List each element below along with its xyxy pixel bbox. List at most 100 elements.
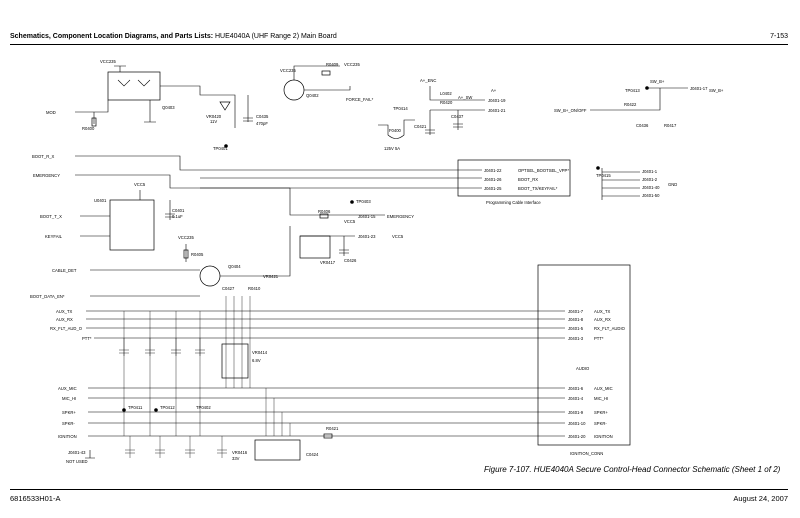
tp0411-label: TP0411 [128, 405, 143, 410]
mod-signal: MOD [46, 110, 56, 115]
tp0414-label: TP0414 [393, 106, 408, 111]
q0402-symbol [283, 79, 305, 101]
r0400-body [91, 117, 97, 127]
mic-hi-signal: MIC_HI [62, 396, 76, 401]
r0420-label: R0420 [440, 100, 453, 105]
f0400-value: 125V 5A [384, 146, 400, 151]
c0421-label: C0421 [414, 124, 427, 129]
tp0412-label: TP0412 [160, 405, 175, 410]
gnd-bus [601, 168, 640, 200]
emergency-signal: EMERGENCY [33, 173, 60, 178]
c0426-cap [339, 236, 349, 256]
vr0414-value: 6.8V [252, 358, 261, 363]
pin-j0401-25: J0401-25 [484, 186, 502, 191]
figure-caption: Figure 7-107. HUE4040A Secure Control-He… [484, 465, 781, 474]
r0417-label: R0417 [664, 123, 677, 128]
gnd-label: GND [668, 182, 677, 187]
tp0401-dot [224, 144, 228, 148]
spkr-p-signal: SPKR+ [62, 410, 76, 415]
ptt-right: PTT* [594, 336, 604, 341]
pin-j0401-50: J0401-50 [642, 193, 660, 198]
pin-j0401-6: J0401-6 [568, 386, 584, 391]
vr0420-value: 11V [210, 119, 217, 124]
fuse-wire [378, 119, 415, 139]
pin-j0401-7: J0401-7 [568, 309, 584, 314]
aux-mic-signal: AUX_MIC [58, 386, 77, 391]
u0401-box [109, 199, 155, 251]
force-fail-label: FORCE_FAIL* [346, 97, 374, 102]
c0435-label: C0435 [256, 114, 269, 119]
r0406-body [319, 213, 329, 219]
c0427-label: C0427 [222, 286, 235, 291]
tp0402-label: TP0402 [196, 405, 211, 410]
pin-j0401-15: J0401-15 [358, 214, 376, 219]
q0404-symbol [199, 265, 221, 287]
r0421-label: R0421 [326, 426, 339, 431]
audio-connector-box [537, 264, 631, 446]
aux-mic-right: AUX_MIC [594, 386, 613, 391]
c0421-cap [425, 110, 435, 135]
c0401-value: 0.1uF [172, 214, 183, 219]
footer-rule [10, 489, 788, 490]
pin-j0401-40: J0401-40 [642, 185, 660, 190]
spkr-m-signal: SPKR- [62, 421, 75, 426]
spkr-p-right: SPKR+ [594, 410, 608, 415]
vcc235-label-d: VCC235 [178, 235, 194, 240]
ignition-signal: IGNITION [58, 434, 77, 439]
pin-j0401-26: J0401-26 [484, 177, 502, 182]
pin-j0401-5: J0401-5 [568, 326, 584, 331]
programming-interface-label: Programming Cable Interface [486, 200, 541, 205]
header-rule [10, 44, 788, 45]
pin-j0401-10: J0401-10 [568, 421, 586, 426]
vr0414-label: VR0414 [252, 350, 268, 355]
pin-j0401-2: J0401-2 [642, 177, 658, 182]
r0421-body [323, 433, 333, 439]
force-fail-wire [304, 86, 351, 91]
vr0421-label: VR0421 [263, 274, 279, 279]
r0405-label: R0405 [191, 252, 204, 257]
header-title-bold: Schematics, Component Location Diagrams,… [10, 33, 214, 40]
j0401-43-label: J0401-43 [68, 450, 86, 455]
tp0415-label: TP0415 [596, 173, 611, 178]
vcc235-label-b: VCC235 [280, 68, 296, 73]
spkr-m-right: SPKR- [594, 421, 607, 426]
r0422-label: R0422 [624, 102, 637, 107]
pin-j0401-21: J0401-21 [488, 108, 506, 113]
aux-rx-right: AUX_RX [594, 317, 611, 322]
c0437-label: C0437 [451, 114, 464, 119]
vr0416-label: VR0416 [232, 450, 248, 455]
document-date: August 24, 2007 [733, 494, 788, 503]
boot-t-x-signal: BOOT_T_X [40, 214, 62, 219]
q0403-label: Q0403 [162, 105, 175, 110]
pin-j0401-22: J0401-22 [484, 168, 502, 173]
c0435-cap [243, 95, 253, 122]
pin-j0401-1: J0401-1 [642, 169, 658, 174]
rx-flt-right: RX_FLT_AUDIO [594, 326, 626, 331]
rx-flt-aud-signal: RX_FLT_AUD_O [50, 326, 83, 331]
boot-data-en-signal: BOOT_DATA_EN* [30, 294, 65, 299]
tp0412-dot [154, 408, 158, 412]
vr0420-label: VR0420 [206, 114, 222, 119]
u0401-label: U0401 [94, 198, 107, 203]
vcc5-label: VCC5 [134, 182, 146, 187]
c0401-label: C0401 [172, 208, 185, 213]
cap-row-2 [125, 436, 227, 458]
pin-j0401-3: J0401-3 [568, 336, 584, 341]
r0400-label: R0400 [82, 126, 95, 131]
aux-tx-signal: AUX_TX [56, 309, 72, 314]
vcc235-b-wire [293, 65, 340, 80]
c0426-label: C0426 [344, 258, 357, 263]
cable-det-signal: CABLE_DET [52, 268, 77, 273]
q0402-label: Q0402 [306, 93, 319, 98]
aux-tx-right: AUX_TX [594, 309, 610, 314]
pin-boot-tx-keyfail: BOOT_TX/KEYFAIL* [518, 186, 558, 191]
r0409-body [321, 70, 331, 76]
q0403-out-wire [160, 85, 236, 128]
sw-b-right: SW_B+ [709, 88, 724, 93]
a-plus-label: A+ [491, 88, 497, 93]
pin-j0401-20: J0401-20 [568, 434, 586, 439]
tp0415-dot [596, 166, 600, 170]
c0401-cap [165, 200, 175, 220]
c0435-value: 470pF [256, 121, 268, 126]
not-used-label: NOT USED [66, 459, 88, 464]
